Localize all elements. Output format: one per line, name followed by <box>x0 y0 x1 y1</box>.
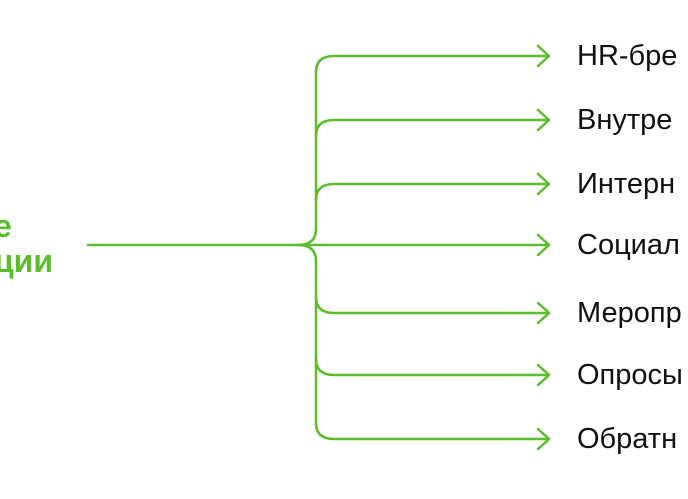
arrowhead-1 <box>536 44 551 68</box>
branch-connector-events-2 <box>314 295 550 315</box>
arrowhead-3 <box>536 172 551 196</box>
branch-label-events: Меропр <box>577 297 682 329</box>
branch-label-internet: Интерн <box>577 168 676 200</box>
arrowhead-5 <box>536 301 551 325</box>
branch-connector-surveys <box>314 357 550 377</box>
arrowhead-2 <box>536 108 551 132</box>
root-label-line-2: ции <box>0 243 54 279</box>
branch-connector-internal <box>314 118 550 138</box>
arrowhead-6 <box>536 363 551 387</box>
branch-connector-hr <box>296 54 550 247</box>
branch-label-internal: Внутре <box>577 104 673 136</box>
root-label-line-1: е <box>0 208 12 244</box>
branch-connector-events <box>296 243 550 441</box>
branch-label-feedback: Обратн <box>577 423 678 455</box>
branch-connector-internet <box>314 182 550 202</box>
arrowhead-7 <box>536 427 551 451</box>
branch-label-hr: HR-бре <box>577 40 678 72</box>
root-node-label: е ции <box>0 209 53 279</box>
branch-label-social: Социал <box>577 229 680 261</box>
arrowhead-4 <box>536 233 551 257</box>
branch-label-surveys: Опросы <box>577 359 683 391</box>
